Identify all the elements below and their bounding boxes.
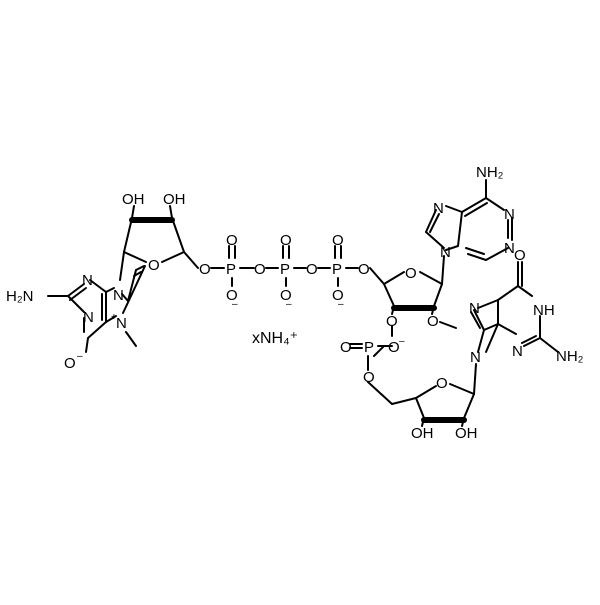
oneg1-charge: – <box>232 299 238 310</box>
m7g-o5-label: O <box>199 261 211 278</box>
guanosine-oh3-label: OH <box>411 425 434 442</box>
guanine-n3-label: N <box>512 343 523 360</box>
pd-p-label: P <box>364 339 374 356</box>
guanine-o6-label: O <box>514 247 526 264</box>
bond-lines <box>47 179 559 427</box>
m7g-amino-label: H₂N <box>6 288 34 305</box>
pd-oneg-label: O <box>388 339 400 356</box>
oxo1-label: O <box>226 232 238 249</box>
oneg3-label: O <box>332 287 344 304</box>
guanine-n7-label: N <box>469 300 480 317</box>
pd-oneg-charge: – <box>399 336 405 347</box>
ammonium-counterion-label: xNH₄⁺ <box>252 330 298 347</box>
adenine-amino-label: NH₂ <box>476 164 504 181</box>
adenine-n9-label: N <box>440 244 451 261</box>
m7g-o6-label: O <box>64 355 76 372</box>
pd-oxo-label: O <box>340 339 352 356</box>
m7g-oh3-label: OH <box>163 191 186 208</box>
atom-labels: H₂N N N N N + O – O OH OH O P O P O P O … <box>6 164 584 442</box>
bridge-o1-label: O <box>254 261 266 278</box>
adenosine-o3-label: O <box>386 313 398 330</box>
p-gamma-label: P <box>332 261 342 278</box>
p-beta-label: P <box>280 261 290 278</box>
guanine-amino-label: NH₂ <box>556 348 584 365</box>
m7g-n7-label: N <box>116 315 127 332</box>
oneg3-charge: – <box>338 299 344 310</box>
pd-o5-label: O <box>363 369 375 386</box>
adenine-n1-label: N <box>504 206 515 223</box>
m7g-o6-charge: – <box>77 351 83 362</box>
oneg1-label: O <box>226 287 238 304</box>
guanosine-oh2-label: OH <box>455 425 478 442</box>
m7g-n7-charge: + <box>111 312 117 323</box>
oneg2-label: O <box>280 287 292 304</box>
adenosine-o2-label: O <box>427 313 439 330</box>
guanosine-ribose-o-label: O <box>436 375 448 392</box>
guanine-n9-label: N <box>470 349 481 366</box>
adenine-n7-label: N <box>433 200 444 217</box>
oneg2-charge: – <box>286 299 292 310</box>
p-alpha-label: P <box>226 261 236 278</box>
oxo3-label: O <box>332 232 344 249</box>
m7g-n9-label: N <box>113 287 124 304</box>
m7g-ribose-o-label: O <box>148 257 160 274</box>
m7g-n3-label: N <box>82 272 93 289</box>
adenosine-ribose-o-label: O <box>405 265 417 282</box>
bridge-o3-label: O <box>358 261 370 278</box>
adenine-n3-label: N <box>504 240 515 257</box>
m7g-oh2-label: OH <box>122 191 145 208</box>
m7g-n1-label: N <box>83 309 94 326</box>
bridge-o2-label: O <box>306 261 318 278</box>
oxo2-label: O <box>280 232 292 249</box>
guanine-nh-label: NH <box>533 302 555 319</box>
